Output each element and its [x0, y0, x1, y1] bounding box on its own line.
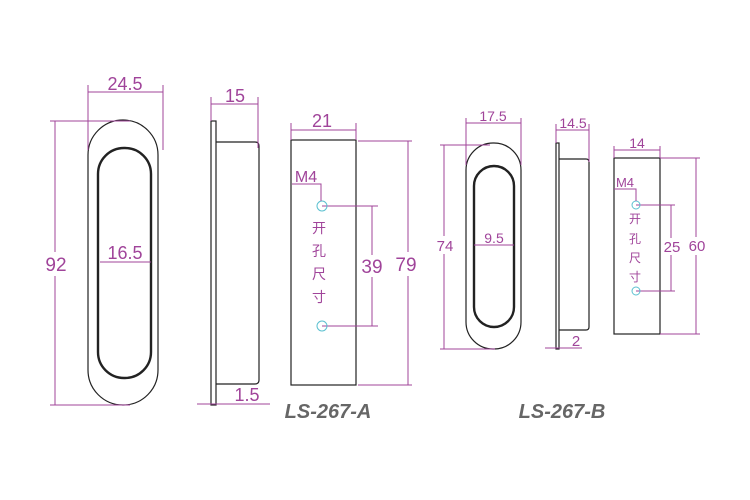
model-b-back-view: 14 60 25 M4 开 孔 尺 寸 — [613, 135, 708, 335]
width-label: 24.5 — [107, 74, 142, 94]
inner-recess — [96, 146, 153, 380]
hole-note-char: 开 — [629, 212, 641, 226]
depth-label: 15 — [225, 86, 245, 106]
model-b-front-view: 17.5 74 9.5 — [436, 108, 522, 350]
height-label: 74 — [437, 238, 454, 255]
mounting-hole-top — [316, 200, 328, 212]
hole-spacing-label: 25 — [664, 239, 681, 256]
width-label: 17.5 — [479, 108, 506, 124]
model-a-label: LS-267-A — [285, 401, 372, 423]
body — [559, 158, 590, 331]
plate-label: 2 — [572, 333, 580, 350]
hole-note-char: 寸 — [629, 270, 641, 284]
hole-note-char: 尺 — [629, 251, 641, 265]
model-b-side-view: 14.5 2 — [545, 115, 590, 350]
hole-note-char: 孔 — [312, 244, 326, 260]
mounting-hole-bottom — [316, 320, 328, 332]
model-a-side-view: 15 1.5 — [197, 86, 270, 406]
height-label: 79 — [395, 255, 416, 276]
hole-note-char: 尺 — [312, 267, 326, 283]
inner-width-label: 16.5 — [107, 243, 142, 263]
height-label: 60 — [689, 238, 706, 255]
model-a-back-view: 21 79 39 M4 开 孔 尺 寸 — [290, 111, 420, 386]
depth-label: 14.5 — [559, 115, 586, 131]
back-outline — [613, 157, 661, 335]
hole-note-char: 开 — [312, 221, 326, 237]
hole-size-label: M4 — [616, 175, 634, 190]
inner-width-label: 9.5 — [484, 230, 504, 246]
hole-size-label: M4 — [295, 169, 317, 186]
inner-recess — [472, 164, 516, 329]
back-outline — [290, 139, 357, 386]
height-label: 92 — [45, 255, 66, 276]
width-label: 14 — [629, 135, 645, 151]
body — [216, 141, 260, 385]
flange-plate — [210, 120, 217, 406]
model-b-label: LS-267-B — [519, 401, 606, 423]
plate-label: 1.5 — [234, 385, 259, 405]
width-label: 21 — [312, 111, 332, 131]
hole-spacing-label: 39 — [361, 257, 382, 278]
hole-note-char: 寸 — [312, 290, 326, 306]
hole-note-char: 孔 — [629, 232, 641, 246]
mounting-hole-bottom — [631, 286, 641, 296]
model-a-front-view: 24.5 92 16.5 — [42, 74, 164, 406]
flange-plate — [555, 142, 560, 350]
